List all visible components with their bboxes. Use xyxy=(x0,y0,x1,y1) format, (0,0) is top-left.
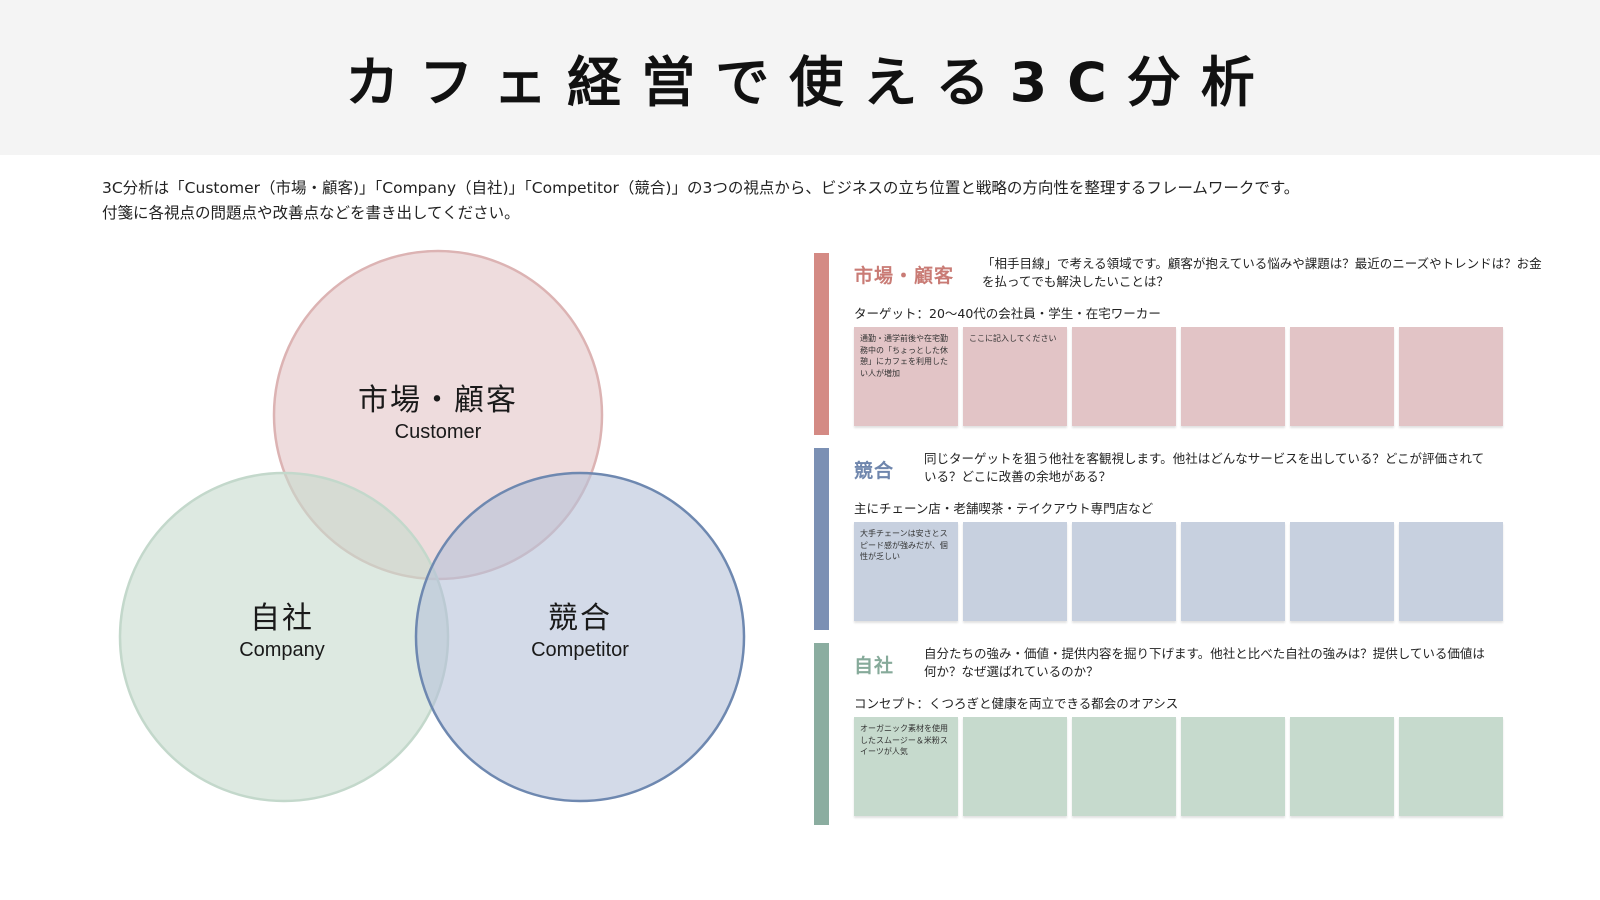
sticky-note[interactable] xyxy=(1399,522,1503,621)
competitor-color-bar xyxy=(814,448,829,630)
sticky-note[interactable]: 大手チェーンは安さとスピード感が強みだが、個性が乏しい xyxy=(854,522,958,621)
customer-color-bar xyxy=(814,253,829,435)
competitor-label-jp: 競合 xyxy=(548,601,612,636)
competitor-section-title: 競合 xyxy=(854,460,895,482)
customer-section: 市場・顧客 「相手目線」で考える領域です。顧客が抱えている悩みや課題は？最近のニ… xyxy=(814,253,1542,435)
sticky-note[interactable] xyxy=(1290,522,1394,621)
customer-label-jp: 市場・顧客 xyxy=(358,383,518,418)
venn-diagram: 市場・顧客 Customer 自社 Company 競合 Competitor xyxy=(110,245,770,835)
competitor-label-en: Competitor xyxy=(531,639,629,661)
customer-label-en: Customer xyxy=(394,421,482,443)
competitor-section-desc: 同じターゲットを狙う他社を客観視します。他社はどんなサービスを出している？どこが… xyxy=(924,451,1485,484)
intro-text: 3C分析は「Customer（市場・顧客)」「Company（自社)」「Comp… xyxy=(102,176,1522,226)
sticky-note[interactable] xyxy=(1072,522,1176,621)
customer-section-desc: 「相手目線」で考える領域です。顧客が抱えている悩みや課題は？最近のニーズやトレン… xyxy=(982,256,1542,289)
sticky-note[interactable] xyxy=(1290,717,1394,816)
company-label-en: Company xyxy=(239,639,325,661)
sticky-note[interactable] xyxy=(1072,327,1176,426)
venn-circles xyxy=(118,249,746,803)
company-section-desc: 自分たちの強み・価値・提供内容を掘り下げます。他社と比べた自社の強みは？提供して… xyxy=(924,646,1485,679)
company-section: 自社 自分たちの強み・価値・提供内容を掘り下げます。他社と比べた自社の強みは？提… xyxy=(814,643,1504,825)
competitor-circle xyxy=(414,471,746,803)
sticky-note[interactable] xyxy=(963,522,1067,621)
sticky-note[interactable]: ここに記入してください xyxy=(963,327,1067,426)
sticky-note[interactable] xyxy=(1399,327,1503,426)
sticky-note[interactable] xyxy=(1399,717,1503,816)
customer-notes: 通勤・通学前後や在宅勤務中の「ちょっとした休憩」にカフェを利用したい人が増加 こ… xyxy=(854,327,1503,426)
competitor-section: 競合 同じターゲットを狙う他社を客観視します。他社はどんなサービスを出している？… xyxy=(814,448,1504,630)
header: カフェ経営で使える3C分析 xyxy=(0,0,1600,155)
sticky-note[interactable] xyxy=(1072,717,1176,816)
intro-line-2: 付箋に各視点の問題点や改善点などを書き出してください。 xyxy=(102,204,520,222)
sticky-note[interactable] xyxy=(963,717,1067,816)
company-notes: オーガニック素材を使用したスムージー＆米粉スイーツが人気 xyxy=(854,717,1503,816)
company-section-title: 自社 xyxy=(854,655,895,677)
page-title: カフェ経営で使える3C分析 xyxy=(345,51,1275,114)
company-label-jp: 自社 xyxy=(250,601,314,636)
sticky-note[interactable]: 通勤・通学前後や在宅勤務中の「ちょっとした休憩」にカフェを利用したい人が増加 xyxy=(854,327,958,426)
company-label: 自社 Company xyxy=(162,601,402,663)
competitor-label: 競合 Competitor xyxy=(460,601,700,663)
intro-line-1: 3C分析は「Customer（市場・顧客)」「Company（自社)」「Comp… xyxy=(102,179,1300,197)
sticky-note[interactable] xyxy=(1181,522,1285,621)
sticky-note[interactable] xyxy=(1290,327,1394,426)
customer-label: 市場・顧客 Customer xyxy=(318,383,558,445)
company-color-bar xyxy=(814,643,829,825)
sticky-note[interactable] xyxy=(1181,717,1285,816)
customer-section-sub: ターゲット：20〜40代の会社員・学生・在宅ワーカー xyxy=(854,306,1161,321)
sticky-note[interactable] xyxy=(1181,327,1285,426)
competitor-section-sub: 主にチェーン店・老舗喫茶・テイクアウト専門店など xyxy=(854,501,1154,516)
competitor-notes: 大手チェーンは安さとスピード感が強みだが、個性が乏しい xyxy=(854,522,1503,621)
sticky-note[interactable]: オーガニック素材を使用したスムージー＆米粉スイーツが人気 xyxy=(854,717,958,816)
company-section-sub: コンセプト：くつろぎと健康を両立できる都会のオアシス xyxy=(854,696,1179,711)
customer-section-title: 市場・顧客 xyxy=(854,265,955,287)
